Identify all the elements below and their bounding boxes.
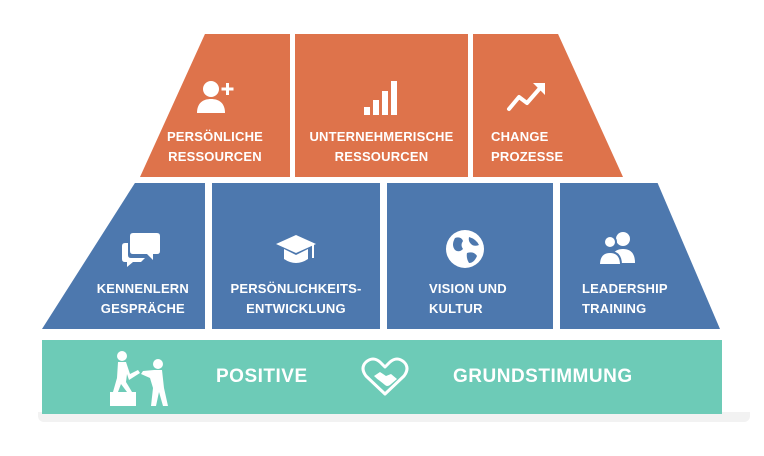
label-line-1: PERSÖNLICHKEITS-	[230, 281, 362, 296]
label-line-1: UNTERNEHMERISCHE	[309, 129, 454, 144]
users-icon	[597, 232, 635, 266]
tile-change-prozesse: CHANGE PROZESSE	[473, 34, 623, 177]
heart-handshake-icon	[361, 357, 409, 396]
trend-up-icon	[507, 83, 545, 111]
base-shadow	[38, 412, 750, 422]
label-line-1: LEADERSHIP	[582, 281, 668, 296]
tile-leadership-training: LEADERSHIP TRAINING	[560, 183, 720, 329]
tile-label: KENNENLERN GESPRÄCHE	[97, 279, 189, 319]
tile-label: UNTERNEHMERISCHE RESSOURCEN	[309, 127, 453, 167]
chat-bubbles-icon	[122, 233, 160, 267]
label-line-2: GESPRÄCHE	[100, 301, 185, 316]
label-line-2: RESSOURCEN	[334, 149, 429, 164]
base-bar: POSITIVE GRUNDSTIMMUNG	[42, 340, 722, 414]
user-plus-icon	[197, 81, 234, 113]
label-line-1: PERSÖNLICHE	[166, 129, 264, 144]
label-line-2: TRAINING	[582, 301, 647, 316]
graduation-cap-icon	[276, 235, 316, 263]
tile-label: PERSÖNLICHE RESSOURCEN	[167, 127, 263, 167]
base-right-text: GRUNDSTIMMUNG	[453, 366, 633, 387]
bar-chart-icon	[363, 81, 397, 115]
base-left-text: POSITIVE	[216, 366, 308, 387]
helping-hand-climb-icon	[110, 351, 168, 406]
label-line-1: VISION UND	[429, 281, 507, 296]
tile-label: PERSÖNLICHKEITS- ENTWICKLUNG	[230, 279, 361, 319]
tile-vision-und-kultur: VISION UND KULTUR	[387, 183, 553, 329]
tile-persoenlichkeitsentwicklung: PERSÖNLICHKEITS- ENTWICKLUNG	[212, 183, 380, 329]
tile-unternehmerische-ressourcen: UNTERNEHMERISCHE RESSOURCEN	[295, 34, 468, 177]
label-line-2: RESSOURCEN	[168, 149, 262, 164]
tile-persoenliche-ressourcen: PERSÖNLICHE RESSOURCEN	[140, 34, 290, 177]
globe-icon	[446, 230, 484, 268]
label-line-2: KULTUR	[429, 301, 483, 316]
label-line-1: CHANGE	[491, 129, 549, 144]
tile-label: VISION UND KULTUR	[429, 279, 507, 319]
label-line-1: KENNENLERN	[96, 281, 189, 296]
label-line-2: ENTWICKLUNG	[246, 301, 346, 316]
label-line-2: PROZESSE	[491, 149, 564, 164]
tile-label: LEADERSHIP TRAINING	[582, 279, 668, 319]
tile-label: CHANGE PROZESSE	[491, 127, 563, 167]
tile-kennenlern-gespraeche: KENNENLERN GESPRÄCHE	[42, 183, 205, 329]
